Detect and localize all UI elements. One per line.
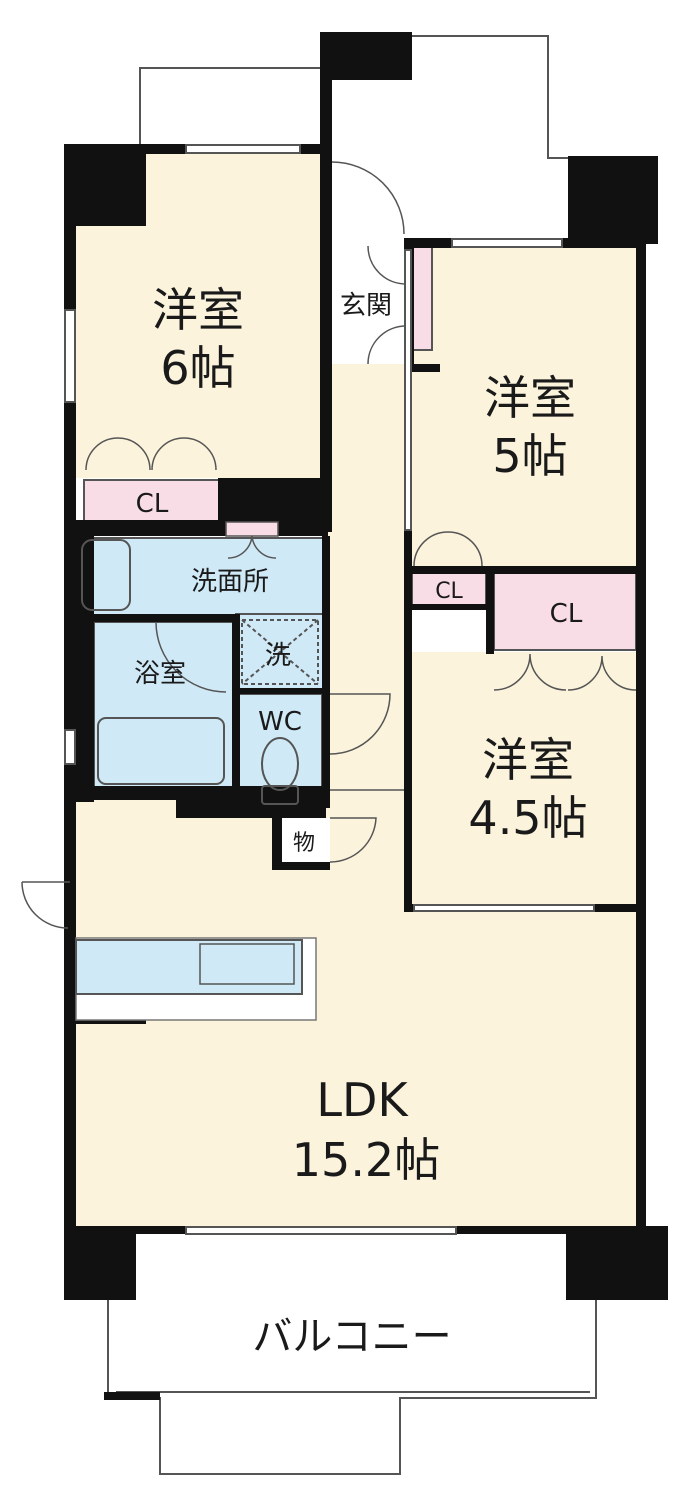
washer-pan (241, 619, 319, 685)
floor-entrance (330, 240, 406, 364)
kitchen-counter (75, 937, 317, 1021)
room-label-western-45: 洋室 (482, 733, 574, 787)
room-label-western-5: 洋室 (484, 371, 576, 425)
cl2-doors (413, 531, 483, 567)
floor-corridor (324, 364, 408, 884)
floors (72, 152, 638, 1230)
entrance-inner-door (367, 245, 407, 365)
entry-porch-outline (412, 35, 570, 159)
north-balcony-rail (139, 67, 322, 150)
washroom-door (227, 533, 277, 559)
label-closet-1: CL (136, 489, 169, 519)
bathtub (97, 717, 225, 785)
room-size-western-45: 4.5帖 (468, 791, 587, 845)
closet-large (493, 571, 637, 651)
doors (21, 161, 637, 929)
windows (64, 144, 595, 1235)
fixtures (81, 539, 319, 805)
room-label-ldk: LDK (316, 1073, 409, 1127)
room-size-western-6: 6帖 (160, 341, 235, 395)
label-washer: 洗 (265, 641, 291, 671)
room-label-western-6: 洋室 (152, 283, 244, 337)
entry-door (331, 161, 405, 235)
cl1-doors (85, 437, 217, 471)
label-washroom: 洗面所 (191, 567, 269, 597)
label-storage: 物 (293, 831, 315, 856)
label-closet-3: CL (550, 599, 583, 629)
floor-storage (280, 818, 330, 862)
room-size-ldk: 15.2帖 (292, 1133, 440, 1187)
bath-door (155, 621, 227, 693)
vanity-sink (81, 539, 131, 611)
cl3-doors (493, 653, 637, 691)
floor-western-5 (410, 246, 638, 570)
south-balcony-rail (107, 1270, 597, 1475)
label-balcony: バルコニー (252, 1314, 451, 1360)
ldk-side-door (21, 881, 70, 929)
room-size-western-5: 5帖 (492, 429, 567, 483)
toilet-bowl (261, 737, 299, 791)
label-bath: 浴室 (134, 659, 186, 689)
label-wc: WC (258, 707, 302, 737)
floor-bath (93, 621, 235, 789)
label-closet-2: CL (435, 579, 463, 604)
toilet-tank (261, 785, 299, 805)
wc-door (329, 693, 391, 755)
label-entrance: 玄関 (340, 291, 392, 321)
storage-door (329, 817, 377, 863)
